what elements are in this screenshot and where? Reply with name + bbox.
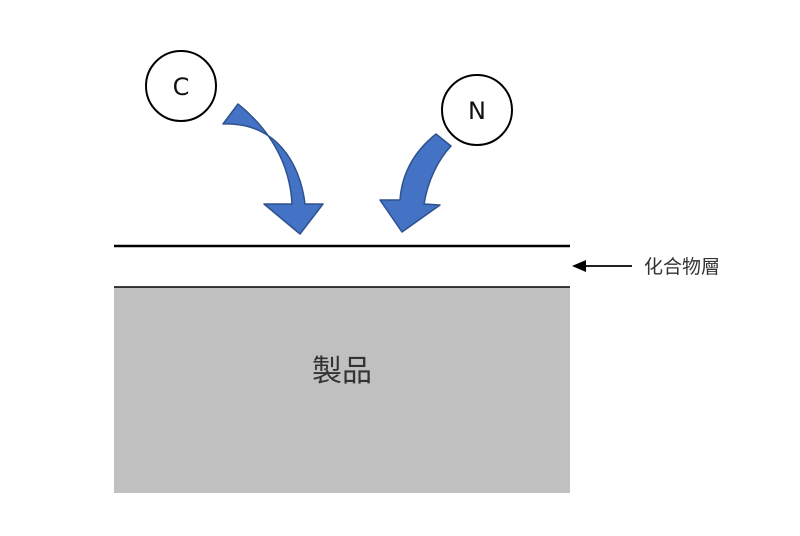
product-block xyxy=(114,287,570,493)
carbon-diffusion-arrow xyxy=(222,103,324,235)
compound-layer-pointer-arrow xyxy=(572,260,632,272)
nitrogen-diffusion-arrow xyxy=(379,133,452,233)
product-label: 製品 xyxy=(312,354,372,389)
nitrogen-atom-label: N xyxy=(468,97,486,125)
carbon-atom: C xyxy=(145,50,217,122)
carbon-atom-label: C xyxy=(173,73,190,101)
compound-layer-label: 化合物層 xyxy=(644,256,720,278)
nitrogen-atom: N xyxy=(441,74,513,146)
